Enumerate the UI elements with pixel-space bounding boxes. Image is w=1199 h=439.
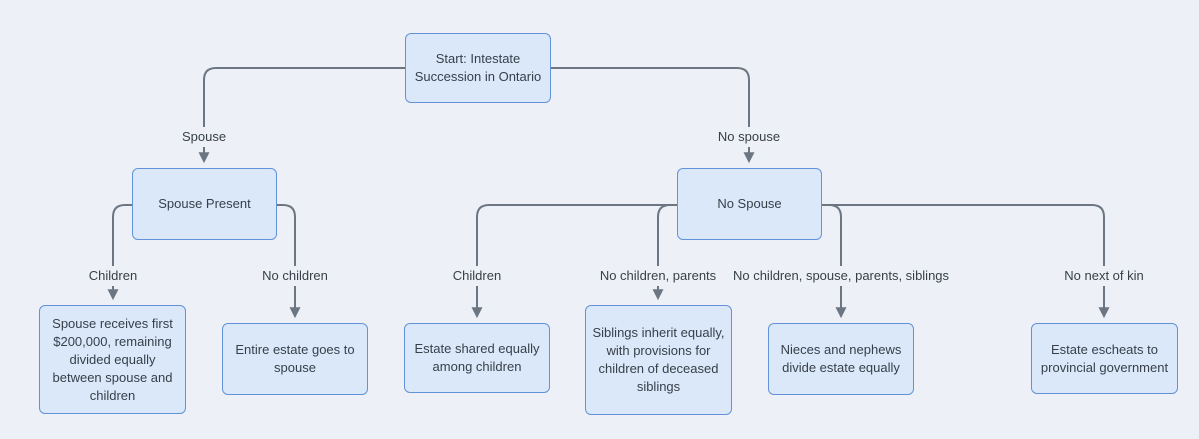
- node-estate-escheats-label: Estate escheats to provincial government: [1040, 341, 1169, 375]
- node-siblings-inherit-label: Siblings inherit equally, with provision…: [592, 325, 725, 394]
- node-no-spouse: No Spouse: [677, 168, 822, 240]
- node-start: Start: Intestate Succession in Ontario: [405, 33, 551, 103]
- node-spouse-present-label: Spouse Present: [158, 196, 251, 211]
- node-no-spouse-label: No Spouse: [717, 196, 782, 211]
- node-nieces-nephews-label: Nieces and nephews divide estate equally: [780, 342, 902, 375]
- edge-label-no-children: No children: [256, 266, 334, 286]
- edge-label-no-next-of-kin: No next of kin: [1058, 266, 1150, 286]
- edge-label-children-left: Children: [82, 266, 144, 286]
- node-spouse-children-outcome-label: Spouse receives first $200,000, remainin…: [52, 315, 173, 403]
- node-siblings-inherit: Siblings inherit equally, with provision…: [585, 305, 732, 415]
- edge-start-to-no-spouse: [551, 67, 755, 164]
- node-entire-estate-spouse: Entire estate goes to spouse: [222, 323, 368, 395]
- node-start-label: Start: Intestate Succession in Ontario: [414, 51, 542, 84]
- edge-spouse-present-to-spouse-children-outcome: [107, 204, 132, 301]
- edge-no-spouse-to-estate-escheats: [822, 204, 1110, 319]
- edge-no-spouse-to-siblings-inherit: [652, 204, 677, 301]
- edge-start-to-spouse-present: [198, 67, 405, 164]
- node-estate-escheats: Estate escheats to provincial government: [1031, 323, 1178, 394]
- edge-label-spouse: Spouse: [175, 127, 233, 147]
- node-entire-estate-spouse-label: Entire estate goes to spouse: [235, 342, 355, 375]
- node-estate-shared-children: Estate shared equally among children: [404, 323, 550, 393]
- node-estate-shared-children-label: Estate shared equally among children: [414, 341, 540, 374]
- edge-no-spouse-to-nieces-nephews: [822, 204, 847, 319]
- node-spouse-children-outcome: Spouse receives first $200,000, remainin…: [39, 305, 186, 414]
- edge-label-children-right: Children: [446, 266, 508, 286]
- edge-spouse-present-to-entire-estate-spouse: [277, 204, 301, 319]
- edge-no-spouse-to-estate-shared-children: [471, 204, 677, 319]
- edge-label-no-spouse: No spouse: [711, 127, 787, 147]
- edge-label-no-children-spouse-parents-siblings: No children, spouse, parents, siblings: [726, 266, 956, 286]
- node-spouse-present: Spouse Present: [132, 168, 277, 240]
- node-nieces-nephews: Nieces and nephews divide estate equally: [768, 323, 914, 395]
- edge-label-no-children-parents: No children, parents: [593, 266, 723, 286]
